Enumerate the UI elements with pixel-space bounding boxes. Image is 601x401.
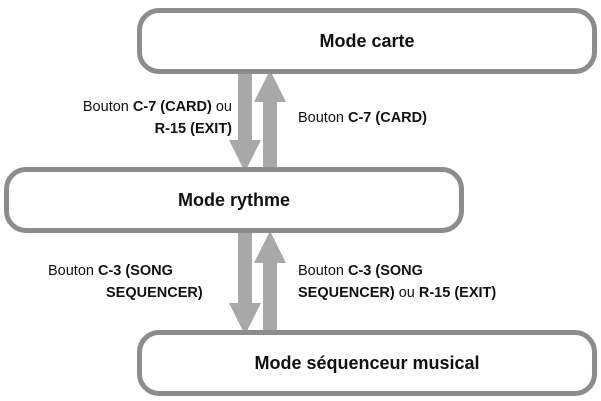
mode-rhythm-label: Mode rythme xyxy=(177,189,291,210)
label-sequencer-to-rhythm-line2: SEQUENCER) ou R-15 (EXIT) xyxy=(298,282,496,304)
button-key-text: SEQUENCER) xyxy=(298,285,395,301)
mode-sequencer-label: Mode séquenceur musical xyxy=(254,352,480,373)
label-rhythm-to-card: Bouton C-7 (CARD) xyxy=(298,107,427,129)
label-text: Bouton xyxy=(48,263,98,279)
label-card-to-rhythm-line1: Bouton C-7 (CARD) ou xyxy=(83,96,232,118)
label-card-to-rhythm: Bouton C-7 (CARD) ou R-15 (EXIT) xyxy=(83,96,232,140)
label-text: Bouton xyxy=(298,110,348,126)
label-card-to-rhythm-line2: R-15 (EXIT) xyxy=(83,118,232,140)
button-key-text: C-7 (CARD) xyxy=(348,110,427,126)
button-key-text: C-3 (SONG xyxy=(98,263,173,279)
label-sequencer-to-rhythm-line1: Bouton C-3 (SONG xyxy=(298,260,496,282)
mode-card-label: Mode carte xyxy=(319,30,415,51)
button-key-text: SEQUENCER) xyxy=(106,285,203,301)
label-rhythm-to-sequencer-line2: SEQUENCER) xyxy=(48,282,203,304)
label-text: Bouton xyxy=(82,99,133,115)
label-rhythm-to-sequencer: Bouton C-3 (SONG SEQUENCER) xyxy=(48,260,203,304)
arrow-rhythm-to-card xyxy=(254,70,286,172)
button-key-text: R-15 (EXIT) xyxy=(418,285,497,301)
arrow-rhythm-to-sequencer xyxy=(229,229,261,335)
label-text: Bouton xyxy=(298,263,348,279)
mode-sequencer-box: Mode séquenceur musical xyxy=(137,330,597,396)
button-key-text: C-7 (CARD) xyxy=(132,99,212,115)
mode-card-box: Mode carte xyxy=(137,8,597,74)
label-sequencer-to-rhythm: Bouton C-3 (SONG SEQUENCER) ou R-15 (EXI… xyxy=(298,260,496,304)
mode-rhythm-box: Mode rythme xyxy=(4,167,464,233)
arrow-card-to-rhythm xyxy=(229,70,261,172)
button-key-text: R-15 (EXIT) xyxy=(154,121,232,137)
arrow-sequencer-to-rhythm xyxy=(254,231,286,335)
label-rhythm-to-sequencer-line1: Bouton C-3 (SONG xyxy=(48,260,203,282)
label-text: ou xyxy=(394,285,419,301)
label-text: ou xyxy=(211,99,232,115)
button-key-text: C-3 (SONG xyxy=(348,263,423,279)
